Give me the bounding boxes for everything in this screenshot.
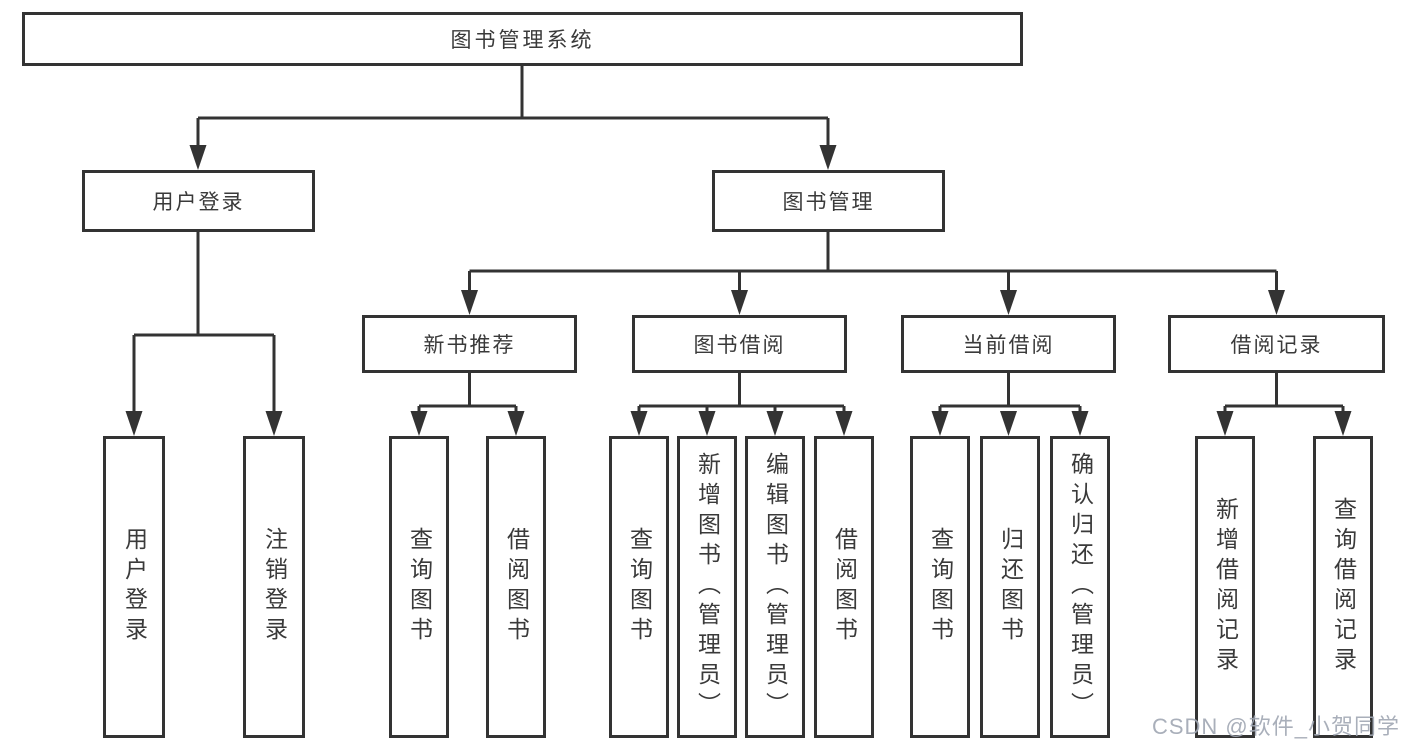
node-label: 归还图书 bbox=[997, 527, 1024, 647]
leaf-edit-book-admin: 编辑图书（管理员） bbox=[745, 436, 805, 738]
leaf-borrow-books: 借阅图书 bbox=[814, 436, 874, 738]
leaf-user-login: 用户登录 bbox=[103, 436, 165, 738]
node-label: 查询图书 bbox=[626, 527, 653, 647]
leaf-logout: 注销登录 bbox=[243, 436, 305, 738]
arrowheads bbox=[125, 145, 1352, 436]
node-label: 借阅图书 bbox=[831, 527, 858, 647]
node-label: 图书管理 bbox=[782, 191, 875, 214]
leaf-borrow-books-recommend: 借阅图书 bbox=[486, 436, 546, 738]
node-user-login: 用户登录 bbox=[82, 170, 315, 232]
node-label: 查询图书 bbox=[406, 527, 433, 647]
node-book-management: 图书管理 bbox=[712, 170, 945, 232]
leaf-confirm-return-admin: 确认归还（管理员） bbox=[1050, 436, 1110, 738]
node-label: 图书管理系统 bbox=[450, 29, 595, 52]
node-label: 新书推荐 bbox=[423, 334, 516, 357]
node-label: 借阅图书 bbox=[503, 527, 530, 647]
node-current-borrow: 当前借阅 bbox=[901, 315, 1116, 373]
node-library-system-root: 图书管理系统 bbox=[22, 12, 1023, 66]
node-label: 借阅记录 bbox=[1230, 334, 1323, 357]
leaf-return-books: 归还图书 bbox=[980, 436, 1040, 738]
leaf-query-books-borrow: 查询图书 bbox=[609, 436, 669, 738]
node-new-book-recommend: 新书推荐 bbox=[362, 315, 577, 373]
node-label: 确认归还（管理员） bbox=[1067, 452, 1094, 722]
node-label: 查询图书 bbox=[927, 527, 954, 647]
node-borrow-records: 借阅记录 bbox=[1168, 315, 1385, 373]
node-label: 查询借阅记录 bbox=[1330, 497, 1357, 677]
leaf-query-borrow-record: 查询借阅记录 bbox=[1313, 436, 1373, 738]
leaf-add-book-admin: 新增图书（管理员） bbox=[677, 436, 737, 738]
leaf-query-books-current: 查询图书 bbox=[910, 436, 970, 738]
node-label: 用户登录 bbox=[121, 527, 148, 647]
node-label: 图书借阅 bbox=[693, 334, 786, 357]
node-label: 新增借阅记录 bbox=[1212, 497, 1239, 677]
node-label: 编辑图书（管理员） bbox=[762, 452, 789, 722]
leaf-query-books-recommend: 查询图书 bbox=[389, 436, 449, 738]
leaf-add-borrow-record: 新增借阅记录 bbox=[1195, 436, 1255, 738]
node-label: 注销登录 bbox=[261, 527, 288, 647]
node-label: 用户登录 bbox=[152, 191, 245, 214]
node-label: 新增图书（管理员） bbox=[694, 452, 721, 722]
node-label: 当前借阅 bbox=[962, 334, 1055, 357]
node-book-borrow: 图书借阅 bbox=[632, 315, 847, 373]
